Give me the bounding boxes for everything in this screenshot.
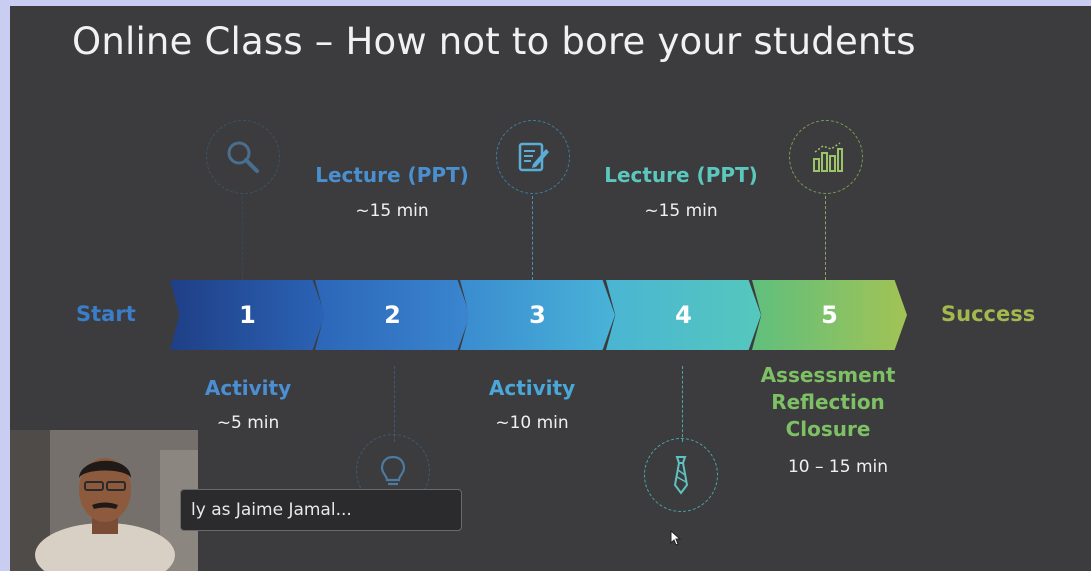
step-2-duration: ~15 min (355, 201, 429, 221)
document-edit-icon (496, 120, 570, 194)
necktie-icon (644, 438, 718, 512)
step-1: 1 (170, 280, 325, 350)
step-5-label-line-1: Assessment (760, 363, 896, 387)
step-1-label: Activity (204, 376, 292, 400)
step-5-duration: 10 – 15 min (787, 457, 889, 477)
connector-line (825, 196, 826, 280)
start-label: Start (76, 302, 136, 326)
slide-title: Online Class – How not to bore your stud… (72, 20, 916, 63)
step-4-label: Lecture (PPT) (604, 163, 758, 187)
step-3-duration: ~10 min (495, 413, 569, 433)
mouse-cursor-icon (670, 530, 682, 546)
magnifier-icon (206, 120, 280, 194)
success-label: Success (941, 302, 1036, 326)
participant-video[interactable] (10, 430, 198, 571)
bar-chart-icon (789, 120, 863, 194)
step-5: 5 (752, 280, 907, 350)
step-3: 3 (460, 280, 615, 350)
rename-notification: ly as Jaime Jamal... (180, 489, 462, 531)
step-2: 2 (315, 280, 470, 350)
connector-line (242, 196, 243, 280)
connector-line (532, 196, 533, 280)
connector-line (394, 366, 395, 442)
step-3-label: Activity (488, 376, 576, 400)
step-4: 4 (606, 280, 761, 350)
step-4-duration: ~15 min (644, 201, 718, 221)
step-5-label-line-2: Reflection (771, 390, 885, 414)
step-2-label: Lecture (PPT) (315, 163, 469, 187)
connector-line (682, 366, 683, 442)
step-1-duration: ~5 min (216, 413, 280, 433)
step-5-label-line-3: Closure (785, 417, 871, 441)
